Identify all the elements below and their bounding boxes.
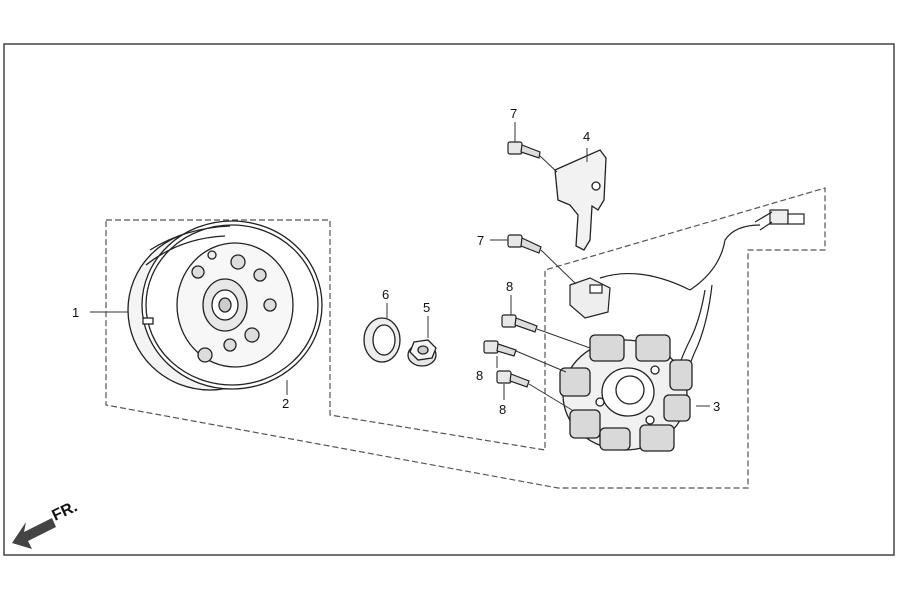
flange-nut	[407, 339, 437, 367]
callout-3: 3	[713, 399, 720, 414]
pulser-sensor-harness	[569, 209, 805, 399]
bolt-8-top	[501, 314, 538, 333]
callout-5: 5	[423, 300, 430, 315]
callout-1: 1	[72, 305, 79, 320]
pulser-bracket	[554, 149, 607, 251]
callout-6: 6	[382, 287, 389, 302]
callout-8-top: 8	[506, 279, 513, 294]
callout-2: 2	[282, 396, 289, 411]
stator-coil	[559, 334, 693, 452]
callout-7-upper: 7	[510, 106, 517, 121]
callout-8-bottom: 8	[499, 402, 506, 417]
washer	[363, 317, 401, 363]
leader-lines	[90, 122, 710, 411]
front-indicator-label: FR.	[50, 498, 81, 524]
callout-7-lower: 7	[477, 233, 484, 248]
bolt-7-upper	[507, 141, 541, 159]
diagram-frame	[3, 43, 895, 556]
flywheel-rotor	[127, 220, 323, 391]
callout-4: 4	[583, 129, 590, 144]
bolt-7-lower	[507, 234, 542, 254]
assembly-group-outline	[105, 187, 826, 489]
callout-8-middle: 8	[476, 368, 483, 383]
bolt-8-bottom	[496, 370, 530, 388]
front-direction-arrow-icon	[12, 518, 56, 549]
bolt-8-middle	[483, 340, 517, 357]
